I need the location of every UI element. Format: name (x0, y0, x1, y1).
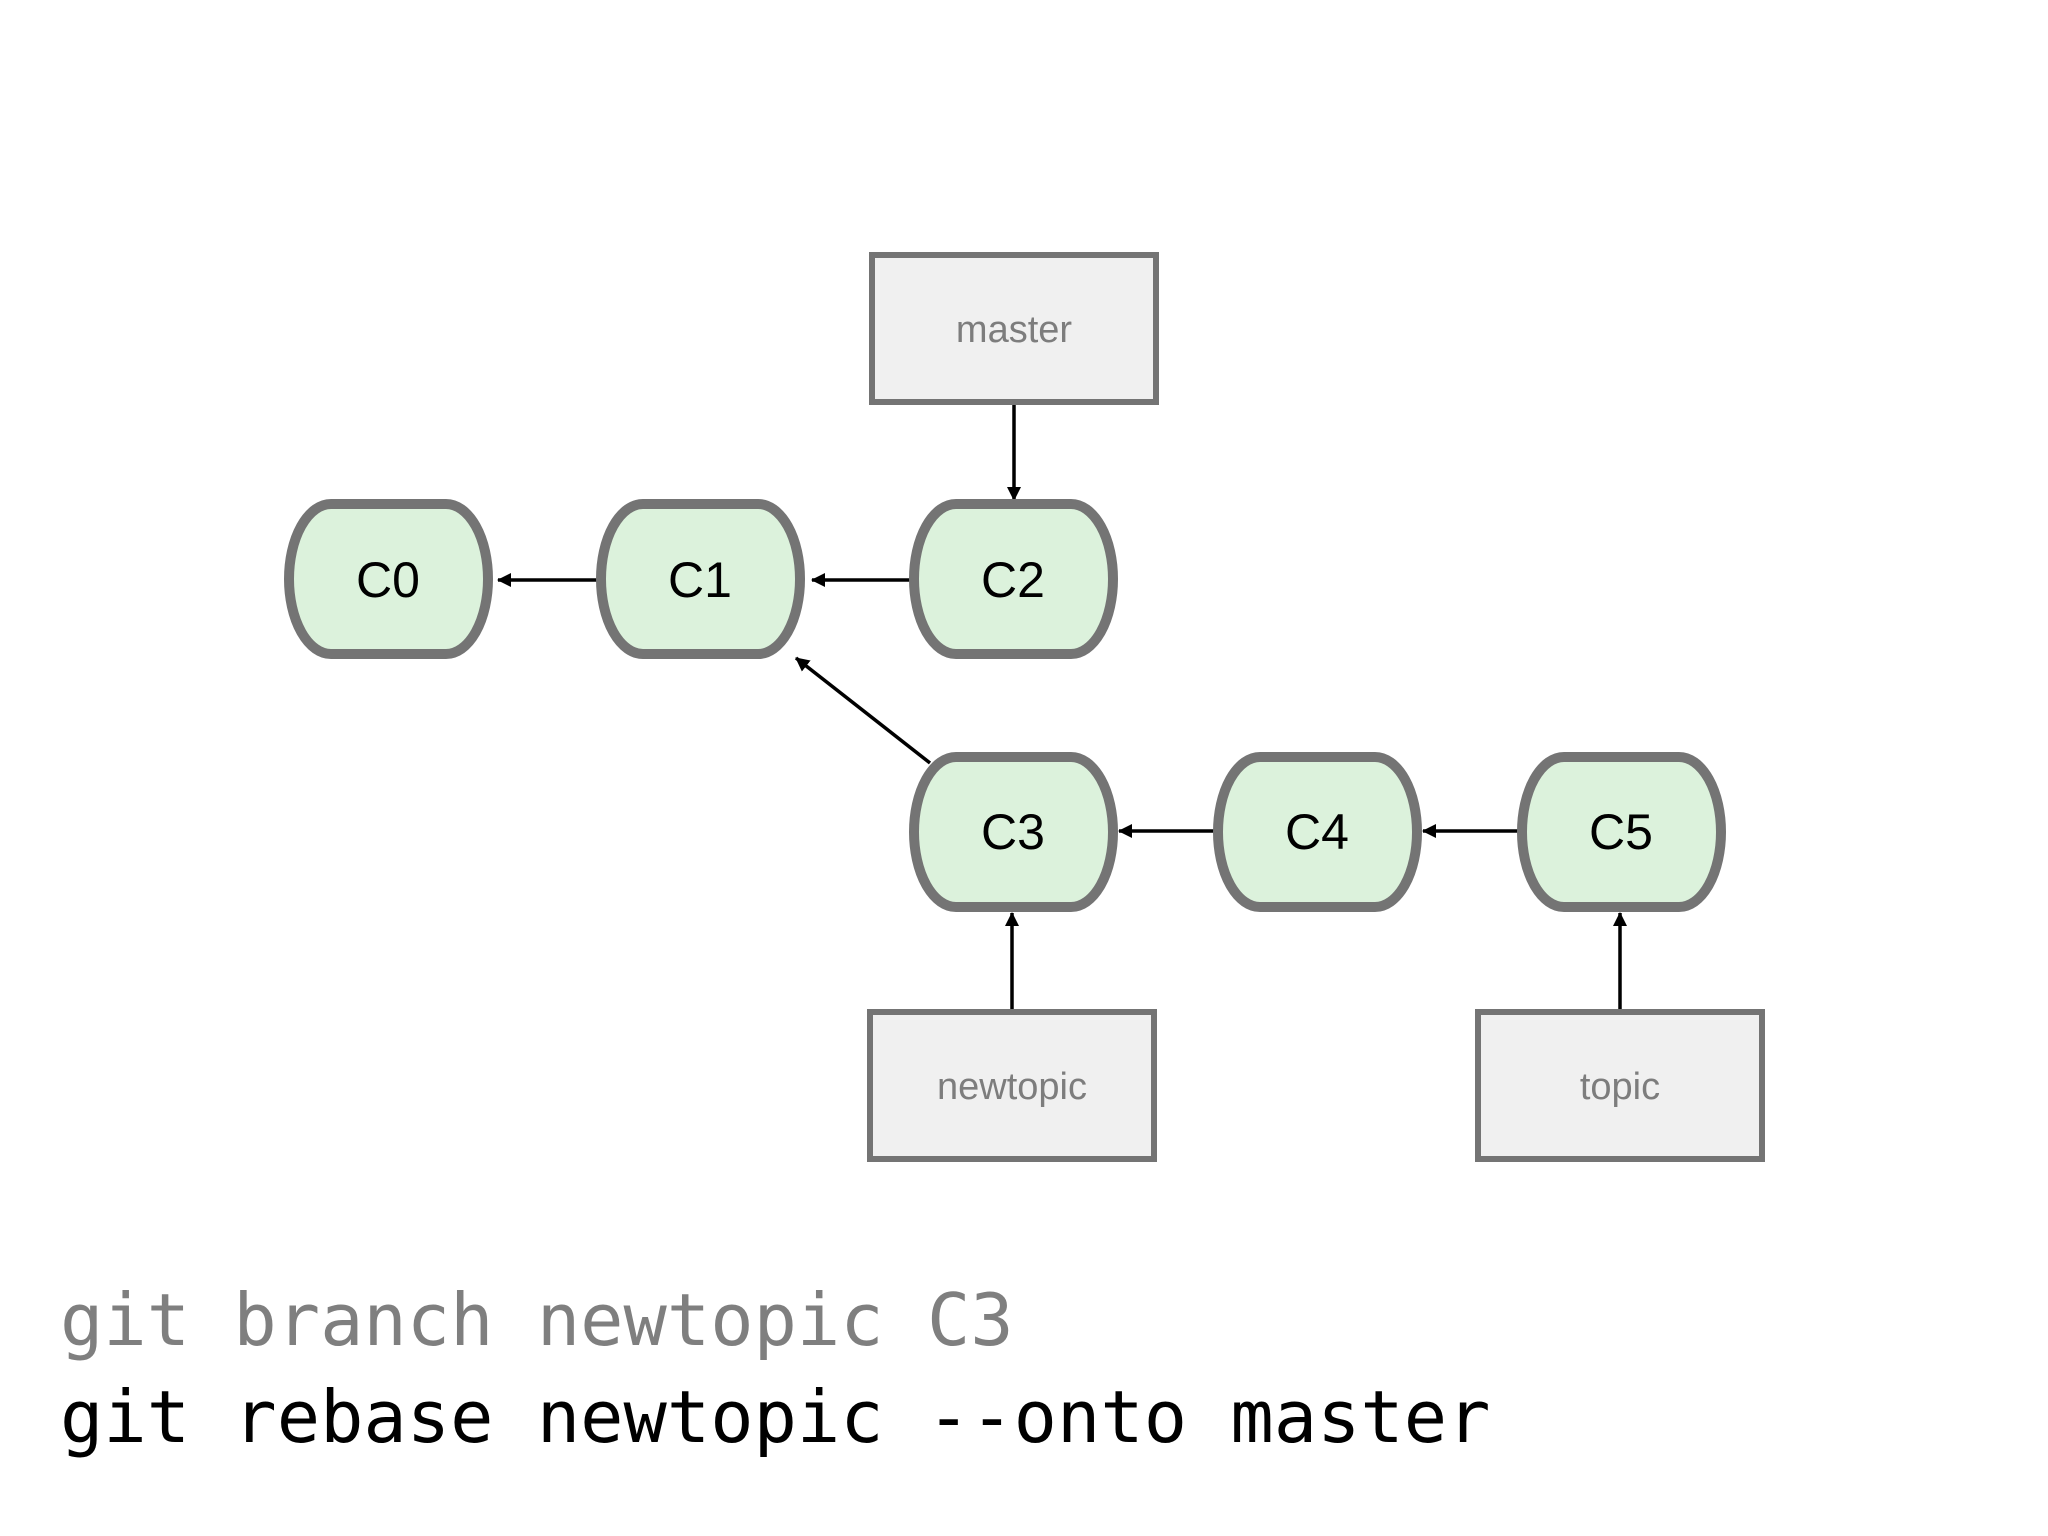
edge-c3-to-c1 (794, 656, 932, 765)
commit-label-c3: C3 (981, 804, 1045, 860)
commit-c1: C1 (596, 499, 805, 659)
commit-c5: C5 (1517, 752, 1726, 912)
commit-label-c1: C1 (668, 552, 732, 608)
commit-c0: C0 (284, 499, 493, 659)
command-line-2: git rebase newtopic --onto master (60, 1375, 1490, 1459)
commit-label-c4: C4 (1285, 804, 1349, 860)
edges (497, 403, 1627, 1010)
branch-label-topic: topic (1580, 1066, 1660, 1108)
commit-c4: C4 (1213, 752, 1422, 912)
branch-newtopic: newtopic (867, 1009, 1157, 1162)
command-block: git branch newtopic C3 git rebase newtop… (60, 1278, 1490, 1459)
commit-c3: C3 (909, 752, 1118, 912)
branch-label-newtopic: newtopic (937, 1066, 1087, 1108)
commit-label-c5: C5 (1589, 804, 1653, 860)
commit-label-c2: C2 (981, 552, 1045, 608)
commit-c2: C2 (909, 499, 1118, 659)
commit-label-c0: C0 (356, 552, 420, 608)
branch-label-master: master (956, 309, 1072, 351)
command-line-1: git branch newtopic C3 (60, 1278, 1014, 1362)
branch-topic: topic (1475, 1009, 1765, 1162)
branch-master: master (869, 252, 1159, 405)
